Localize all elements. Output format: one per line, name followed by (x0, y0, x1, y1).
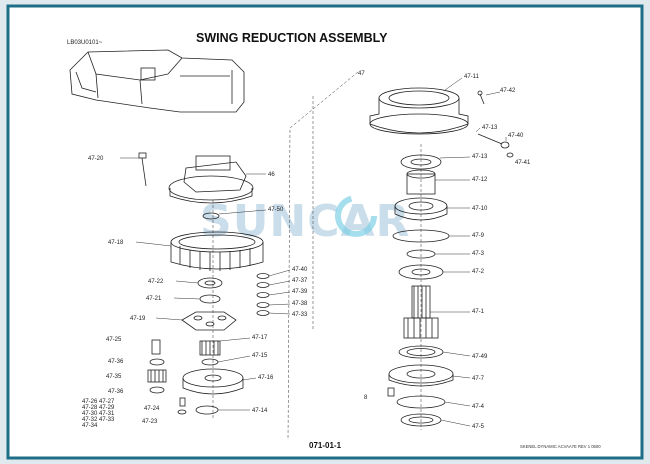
diagram-title: SWING REDUCTION ASSEMBLY (196, 31, 388, 45)
label-group-5: 47-34 (82, 423, 98, 429)
watermark-logo-icon (335, 195, 377, 237)
label-47-10: 47-10 (472, 206, 488, 212)
label-47-19: 47-19 (130, 316, 146, 322)
part-labels: 47 47-11 47-42 47-13 47-40 47-41 47-13 4… (82, 71, 531, 430)
label-47-33: 47-33 (292, 312, 308, 318)
label-47-22: 47-22 (148, 279, 164, 285)
label-47-25: 47-25 (106, 337, 122, 343)
label-47-12: 47-12 (472, 177, 488, 183)
label-47-38: 47-38 (292, 301, 308, 307)
label-47-21: 47-21 (146, 296, 162, 302)
label-47-49: 47-49 (472, 354, 488, 360)
label-group-4: 47-32 47-33 (82, 417, 115, 423)
label-47-24: 47-24 (144, 406, 160, 412)
label-47-16: 47-16 (258, 375, 274, 381)
label-47: 47 (358, 71, 365, 77)
label-47-36b: 47-36 (108, 389, 124, 395)
label-47-17: 47-17 (252, 335, 268, 341)
label-47-14: 47-14 (252, 408, 268, 414)
label-47-13b: 47-13 (472, 154, 488, 160)
label-47-23: 47-23 (142, 419, 158, 425)
label-47-39: 47-39 (292, 289, 308, 295)
label-47-37: 47-37 (292, 278, 308, 284)
label-group-3: 47-30 47-31 (82, 411, 115, 417)
label-47-11: 47-11 (464, 74, 480, 80)
leader-lines (120, 77, 507, 427)
label-47-15: 47-15 (252, 353, 268, 359)
footer-note: SKENEL DYNAMIC ACVAA7E REV 1 0500 (520, 444, 601, 449)
label-47-4: 47-4 (472, 404, 485, 410)
watermark-text: SUNCAR (200, 196, 410, 247)
label-47-20: 47-20 (88, 156, 104, 162)
parts-left (138, 152, 270, 415)
page-number: 071-01-1 (309, 441, 342, 450)
label-47-13a: 47-13 (482, 125, 498, 131)
label-47-9: 47-9 (472, 233, 485, 239)
label-47-40b: 47-40 (292, 267, 308, 273)
label-47-3: 47-3 (472, 251, 485, 257)
label-47-5: 47-5 (472, 424, 485, 430)
label-47-35: 47-35 (106, 374, 122, 380)
label-47-7: 47-7 (472, 376, 485, 382)
label-47-36a: 47-36 (108, 359, 124, 365)
label-47-42: 47-42 (500, 88, 516, 94)
label-47-2: 47-2 (472, 269, 485, 275)
label-47-50: 47-50 (268, 207, 284, 213)
assembly-lines (212, 71, 422, 441)
inner-border (6, 4, 644, 460)
machine-overview-illustration (69, 49, 245, 113)
label-8: 8 (364, 395, 368, 401)
label-47-1: 47-1 (472, 309, 485, 315)
label-group-1: 47-26 47-27 (82, 399, 115, 405)
serial-code: LB03U0101~ (67, 40, 103, 46)
label-47-40: 47-40 (508, 133, 524, 139)
label-47-41: 47-41 (515, 160, 531, 166)
label-46: 46 (268, 172, 275, 178)
label-47-18: 47-18 (108, 240, 124, 246)
label-group-2: 47-28 47-29 (82, 405, 115, 411)
